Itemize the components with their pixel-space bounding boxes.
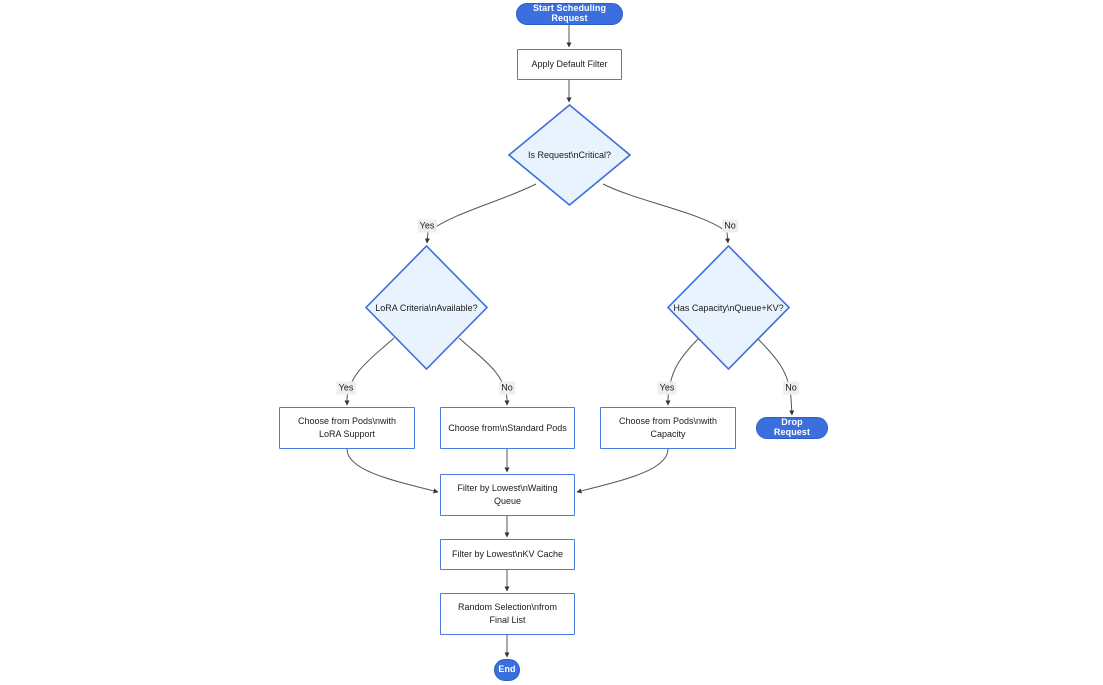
node-filter-kv-cache[interactable]: Filter by Lowest\nKV Cache [440,539,575,570]
edge-capacity-to-choose-capacity-yes [665,337,700,406]
edge-label-no-lora: No [499,381,515,395]
node-start[interactable]: Start Scheduling Request [516,3,623,25]
node-apply-default-filter-label: Apply Default Filter [531,59,608,69]
node-is-request-critical[interactable]: Is Request\nCritical? [508,104,631,206]
node-random-selection[interactable]: Random Selection\nfrom Final List [440,593,575,635]
node-is-request-critical-label: Is Request\nCritical? [527,150,612,160]
node-lora-criteria-available[interactable]: LoRA Criteria\nAvailable? [365,245,488,370]
node-choose-pods-lora-label: Choose from Pods\nwith LoRA Support [297,416,397,439]
edge-label-yes-capacity: Yes [657,381,677,395]
node-lora-criteria-available-label: LoRA Criteria\nAvailable? [375,302,478,313]
node-end-label: End [498,664,516,675]
edge-label-yes-lora: Yes [336,381,356,395]
edge-lora-to-standard-no [458,337,510,406]
node-start-label: Start Scheduling Request [532,3,607,23]
node-apply-default-filter[interactable]: Apply Default Filter [517,49,622,80]
node-has-capacity-queue-kv[interactable]: Has Capacity\nQueue+KV? [667,245,790,370]
node-drop-request[interactable]: Drop Request [756,417,828,439]
node-choose-standard-pods-label: Choose from\nStandard Pods [448,422,567,433]
node-has-capacity-queue-kv-label: Has Capacity\nQueue+KV? [673,302,784,313]
edge-choose-capacity-to-filter-queue [576,448,669,494]
edge-capacity-to-drop-no [756,337,795,416]
edge-lora-to-choose-lora-yes [344,337,395,406]
node-drop-request-label: Drop Request [773,417,811,437]
node-choose-pods-capacity-label: Choose from Pods\nwith Capacity [618,416,718,439]
node-end[interactable]: End [494,659,520,681]
diamond-shape [365,245,488,370]
node-choose-pods-lora[interactable]: Choose from Pods\nwith LoRA Support [279,407,415,449]
diamond-shape [667,245,790,370]
edge-label-yes-critical: Yes [417,219,437,233]
edge-label-no-critical: No [722,219,738,233]
node-random-selection-label: Random Selection\nfrom Final List [457,602,558,625]
node-choose-standard-pods[interactable]: Choose from\nStandard Pods [440,407,575,449]
edge-label-no-capacity: No [783,381,799,395]
node-filter-waiting-queue-label: Filter by Lowest\nWaiting Queue [457,483,558,506]
diamond-shape [508,104,631,206]
node-filter-kv-cache-label: Filter by Lowest\nKV Cache [451,549,564,559]
node-filter-waiting-queue[interactable]: Filter by Lowest\nWaiting Queue [440,474,575,516]
edge-choose-lora-to-filter-queue [346,448,439,494]
node-choose-pods-capacity[interactable]: Choose from Pods\nwith Capacity [600,407,736,449]
